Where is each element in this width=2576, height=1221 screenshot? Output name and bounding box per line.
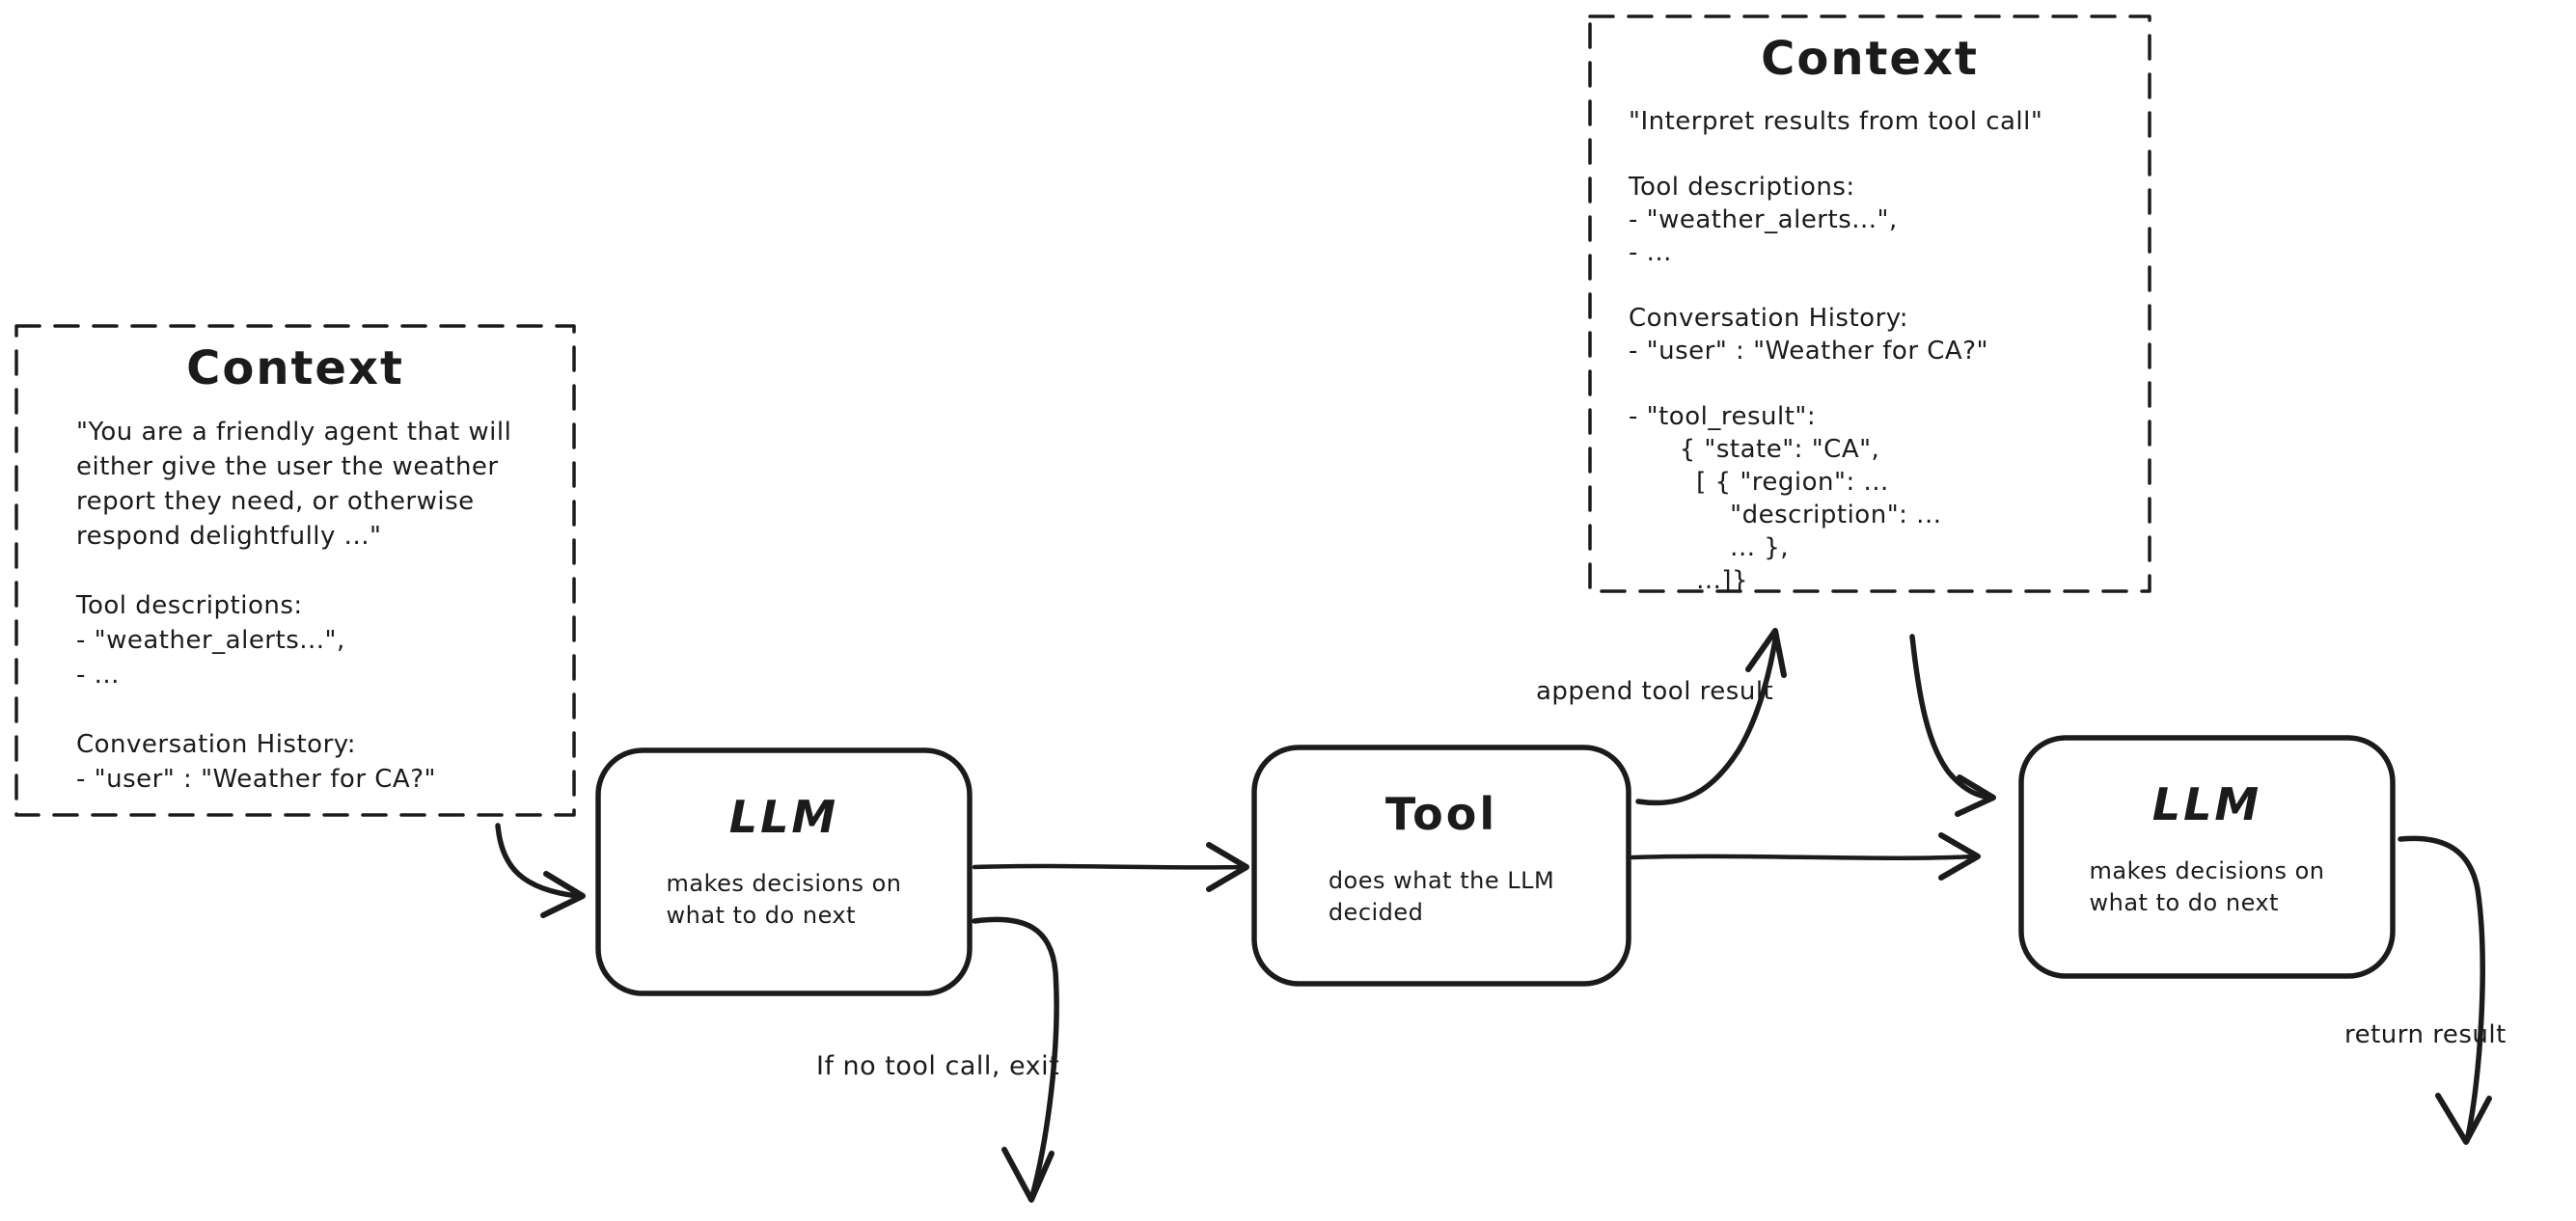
arrow-context-to-llm1-head: [540, 871, 586, 918]
context-left-body: "You are a friendly agent that will eith…: [16, 415, 574, 797]
llm1-node-subtitle: makes decisions on what to do next: [667, 868, 902, 932]
context-line: "Interpret results from tool call": [1629, 107, 2043, 136]
arrow-context-to-llm2-head: [1955, 774, 1996, 817]
context-line: [1629, 269, 2130, 302]
context-line: - "tool_result":: [1629, 402, 1817, 431]
context-line: { "state": "CA",: [1629, 435, 1880, 464]
context-line: [1629, 367, 2130, 400]
context-line: "description": ...: [1629, 501, 1942, 529]
context-line: Conversation History:: [76, 730, 357, 759]
context-line: Tool descriptions:: [1629, 173, 1855, 202]
append-tool-result-label: append tool result: [1536, 677, 1774, 706]
arrow-context-to-llm2: [1909, 634, 1992, 800]
llm2-node: LLM makes decisions on what to do next: [2021, 738, 2393, 976]
tool-node-subtitle: does what the LLM decided: [1329, 865, 1554, 929]
tool-node-title: Tool: [1384, 788, 1498, 840]
context-line: - "user" : "Weather for CA?": [1629, 337, 1988, 366]
tool-subtitle-line: decided: [1328, 899, 1424, 926]
context-line: [ { "region": ...: [1629, 468, 1889, 497]
arrow-llm2-return: [2398, 835, 2485, 1144]
context-line: [76, 692, 545, 727]
llm1-node-border: [595, 747, 973, 996]
context-line: respond delightfully ...": [76, 522, 382, 551]
arrow-llm1-exit-head: [1001, 1147, 1055, 1203]
tool-node: Tool does what the LLM decided: [1254, 747, 1629, 984]
arrow-tool-to-context: [1635, 632, 1779, 806]
context-line: [1629, 138, 2130, 171]
context-right-body: "Interpret results from tool call" Tool …: [1590, 105, 2150, 597]
arrow-tool-to-context-head: [1745, 628, 1787, 678]
arrow-llm2-return-head: [2435, 1093, 2492, 1145]
context-line: - "user" : "Weather for CA?": [76, 765, 436, 794]
context-left-border: [14, 324, 576, 817]
context-line: either give the user the weather: [76, 452, 499, 481]
context-line: Tool descriptions:: [76, 591, 303, 620]
context-line: - ...: [1629, 238, 1672, 267]
context-line: ... },: [1629, 533, 1790, 562]
context-right-border: [1588, 14, 2151, 593]
arrow-llm1-to-tool: [972, 863, 1246, 870]
llm2-node-subtitle: makes decisions on what to do next: [2090, 855, 2325, 919]
context-left-title: Context: [186, 341, 404, 395]
tool-subtitle-line: does what the LLM: [1328, 867, 1555, 894]
llm2-subtitle-line: makes decisions on: [2089, 857, 2325, 884]
context-line: "You are a friendly agent that will: [76, 418, 512, 447]
llm2-subtitle-line: what to do next: [2089, 889, 2280, 916]
tool-node-border: [1251, 745, 1631, 987]
context-line: [76, 554, 545, 588]
context-line: ...]}: [1629, 566, 1749, 595]
context-line: - ...: [76, 661, 120, 690]
context-box-right: Context "Interpret results from tool cal…: [1590, 16, 2150, 595]
context-box-left: Context "You are a friendly agent that w…: [16, 326, 574, 815]
llm2-node-border: [2018, 735, 2396, 979]
context-line: - "weather_alerts...",: [76, 626, 345, 655]
if-no-tool-call-exit-label: If no tool call, exit: [816, 1051, 1060, 1081]
llm2-node-title: LLM: [2151, 778, 2262, 830]
context-line: Conversation History:: [1629, 304, 1909, 333]
llm1-node: LLM makes decisions on what to do next: [598, 750, 970, 993]
arrow-tool-to-llm2: [1630, 854, 1977, 860]
llm1-node-title: LLM: [728, 791, 839, 843]
llm1-subtitle-line: makes decisions on: [666, 870, 902, 897]
arrow-llm1-exit: [972, 916, 1059, 1199]
arrow-tool-to-llm2-head: [1938, 832, 1981, 881]
arrow-llm1-to-tool-head: [1206, 842, 1249, 892]
arrow-context-to-llm1: [495, 823, 580, 899]
context-line: report they need, or otherwise: [76, 487, 475, 516]
context-right-title: Context: [1761, 32, 1979, 86]
llm1-subtitle-line: what to do next: [666, 902, 857, 929]
context-line: - "weather_alerts...",: [1629, 205, 1898, 234]
return-result-label: return result: [2344, 1020, 2507, 1049]
